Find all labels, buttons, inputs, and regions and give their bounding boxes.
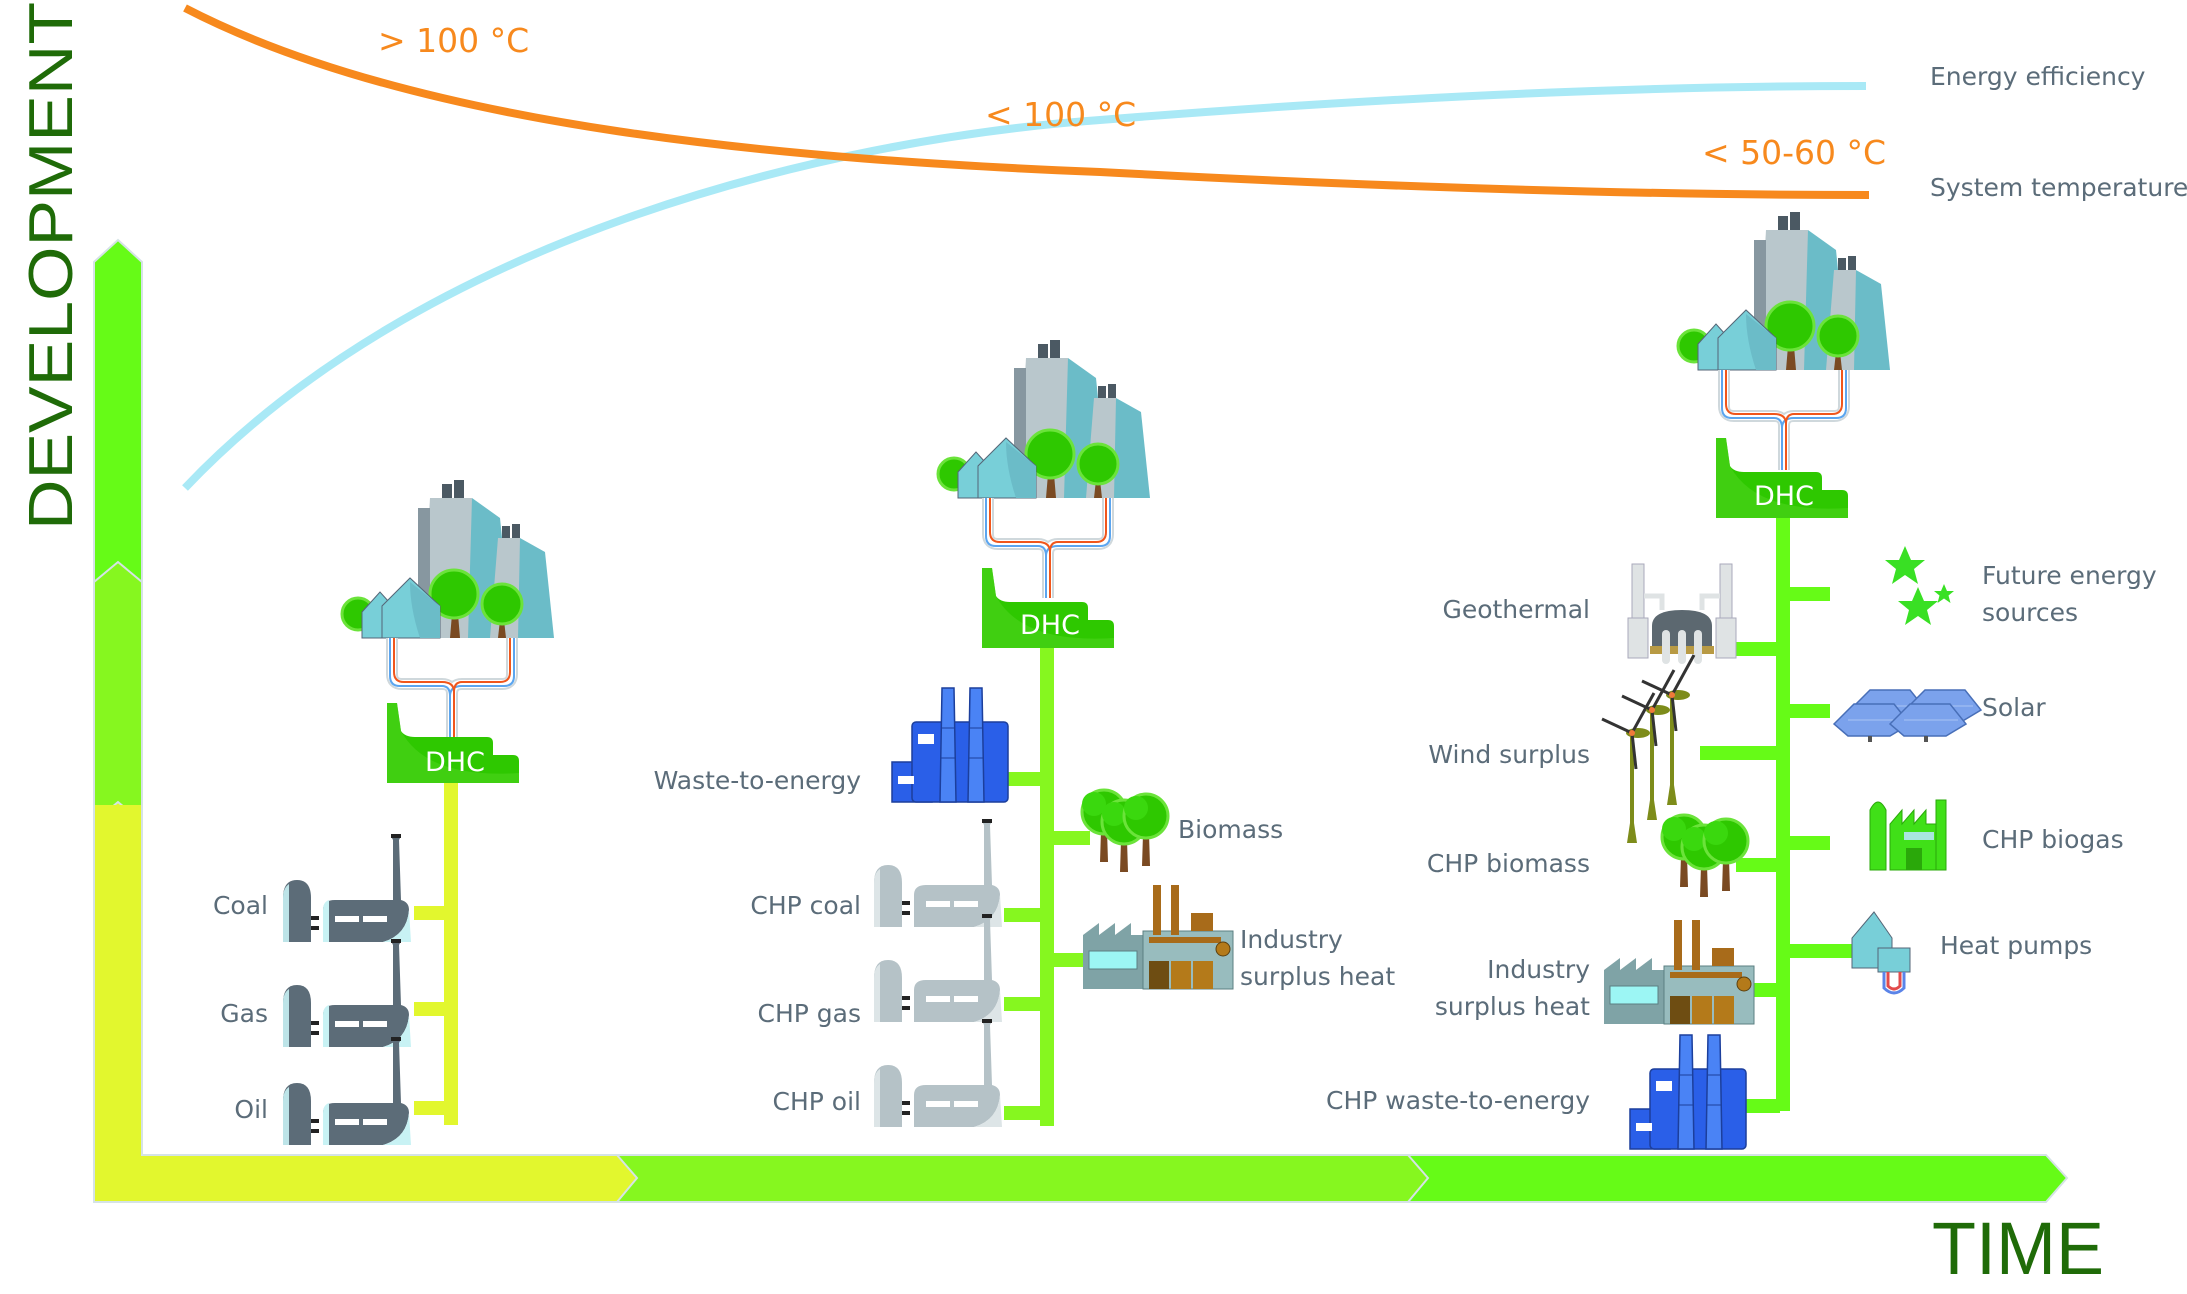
source-label-geothermal: Geothermal [1442,595,1590,624]
source-label-chp-oil: CHP oil [773,1087,861,1116]
source-label-coal: Coal [213,891,268,920]
geothermal-icon [1628,564,1736,664]
temperature-label-stage-3: < 50-60 °C [1702,133,1886,172]
solar-panel-icon [1833,689,1982,743]
temperature-label-stage-2: < 100 °C [985,95,1136,134]
trees-icon [1662,815,1748,897]
waste-plant-icon [891,687,1009,803]
source-label-industry-line1: Industry [1487,955,1590,984]
source-label-chp-biomass: CHP biomass [1427,849,1590,878]
source-label-oil: Oil [234,1095,268,1124]
trees-icon [1082,790,1168,872]
source-label-chp-gas: CHP gas [758,999,862,1028]
chp-plant-icon [874,1019,1002,1127]
legend-system-temperature: System temperature [1930,173,2187,202]
horizontal-axis-arrow [93,805,2069,1203]
x-axis-label: TIME [1932,1207,2104,1290]
dhc-label: DHC [1754,481,1814,512]
source-label-industry-line2: surplus heat [1435,992,1590,1021]
city-icon [936,338,1152,500]
stage-3: DHC Geothermal Wind surplus CHP biomass … [1326,210,2157,1150]
fossil-plant-icon [283,1037,411,1145]
pipes-icon [986,498,1110,598]
factory-icon [1603,919,1755,1025]
city-icon [1676,210,1892,372]
source-label-chp-waste-to-energy: CHP waste-to-energy [1326,1086,1590,1115]
chp-plant-icon [874,914,1002,1022]
source-label-heat-pumps: Heat pumps [1940,931,2092,960]
waste-plant-icon [1629,1034,1747,1150]
source-label-industry-line1: Industry [1240,925,1343,954]
legend-energy-efficiency: Energy efficiency [1930,62,2146,91]
dhc-label: DHC [425,747,485,778]
source-label-waste-to-energy: Waste-to-energy [654,766,862,795]
pipes-icon [390,638,514,738]
fossil-plant-icon [283,939,411,1047]
city-icon [340,478,556,640]
source-label-future-line2: sources [1982,598,2078,627]
stage-2: DHC Waste-to-energy CHP coal CHP gas CHP… [654,338,1395,1127]
source-label-chp-coal: CHP coal [750,891,861,920]
dhc-label: DHC [1020,610,1080,641]
stage-1: DHC Coal Gas Oil [213,478,556,1145]
source-label-solar: Solar [1982,693,2046,722]
source-label-future-line1: Future energy [1982,561,2157,590]
pipes-icon [1722,370,1846,470]
heat-pump-icon [1850,910,1912,995]
temperature-label-stage-1: > 100 °C [378,21,529,60]
source-label-chp-biogas: CHP biogas [1982,825,2124,854]
fossil-plant-icon [283,834,411,942]
source-label-gas: Gas [220,999,268,1028]
efficiency-curve [182,82,1867,491]
factory-icon [1082,884,1234,990]
source-label-wind-surplus: Wind surplus [1428,740,1590,769]
horizontal-axis-stage-1 [93,1154,639,1203]
y-axis-label: DEVELOPMENT [17,2,86,530]
temperature-curve [183,4,1870,199]
source-label-industry-line2: surplus heat [1240,962,1395,991]
source-label-biomass: Biomass [1178,815,1283,844]
biogas-plant-icon [1869,799,1947,871]
chp-plant-icon [874,819,1002,927]
